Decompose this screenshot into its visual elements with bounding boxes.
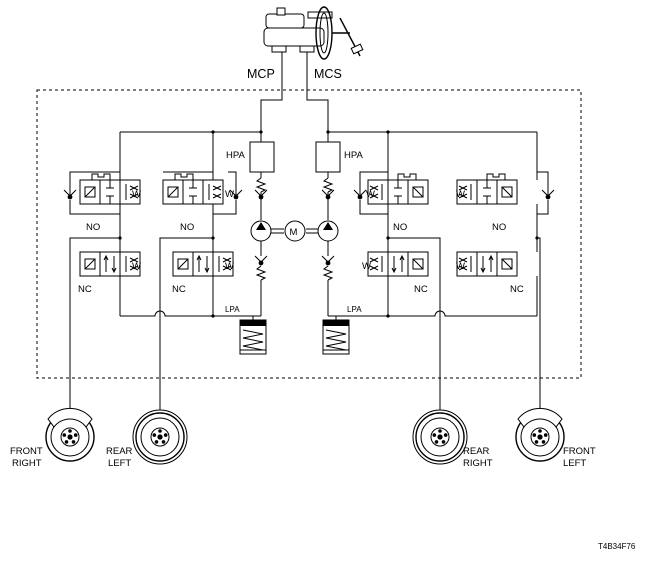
no-label: NO: [86, 222, 100, 233]
lpa-right: [322, 319, 350, 355]
winding-label: W: [132, 261, 141, 272]
nc-label: NC: [172, 284, 186, 295]
wheel-label-rear-right-2: RIGHT: [463, 458, 493, 469]
figure-code: T4B34F76: [598, 542, 636, 551]
hpa-label: HPA: [226, 150, 245, 161]
wheel-label-front-left-1: FRONT: [563, 446, 596, 457]
pump-right: [317, 220, 339, 242]
winding-label: W: [456, 261, 465, 272]
nc-label: NC: [78, 284, 92, 295]
winding-label: W: [362, 261, 371, 272]
hydraulic-unit-border: [36, 89, 582, 379]
wheel-label-rear-left-1: REAR: [106, 446, 133, 457]
wheel-label-front-right-1: FRONT: [10, 446, 43, 457]
lpa-left: [239, 319, 267, 355]
wheel-label-rear-left-2: LEFT: [108, 458, 131, 469]
inlet-valve-rear-right: [367, 173, 429, 205]
inlet-valve-rear-left: [162, 173, 224, 205]
no-label: NO: [492, 222, 506, 233]
mcs-label: MCS: [314, 67, 342, 81]
motor-label: M: [290, 227, 298, 238]
no-label: NO: [393, 222, 407, 233]
nc-label: NC: [414, 284, 428, 295]
winding-label: W: [366, 189, 375, 200]
wheel-label-rear-right-1: REAR: [463, 446, 490, 457]
wheel-front-right: [45, 407, 95, 462]
outlet-valve-front-left: [456, 251, 518, 277]
wheel-label-front-right-2: RIGHT: [12, 458, 42, 469]
hpa-label: HPA: [344, 150, 363, 161]
inlet-valve-front-right: [79, 173, 141, 205]
hpa-right: [315, 141, 341, 220]
outlet-valve-rear-left: [172, 251, 234, 277]
master-cylinder-icon: [263, 6, 364, 60]
nc-label: NC: [510, 284, 524, 295]
hpa-left: [249, 141, 275, 220]
wheel-front-left: [515, 407, 565, 462]
lpa-label: LPA: [225, 305, 240, 314]
no-label: NO: [180, 222, 194, 233]
outlet-valve-front-right: [79, 251, 141, 277]
wheel-label-front-left-2: LEFT: [563, 458, 586, 469]
winding-label: W: [456, 189, 465, 200]
lpa-label: LPA: [347, 305, 362, 314]
winding-label: W: [132, 189, 141, 200]
motor-icon: M: [284, 220, 306, 242]
outlet-valve-rear-right: [367, 251, 429, 277]
inlet-valve-front-left: [456, 173, 518, 205]
wheel-rear-left: [132, 409, 188, 465]
pump-left: [250, 220, 272, 242]
winding-label: W: [225, 261, 234, 272]
wheel-rear-right: [412, 409, 468, 465]
winding-label: W: [225, 189, 234, 200]
mcp-label: MCP: [247, 67, 275, 81]
